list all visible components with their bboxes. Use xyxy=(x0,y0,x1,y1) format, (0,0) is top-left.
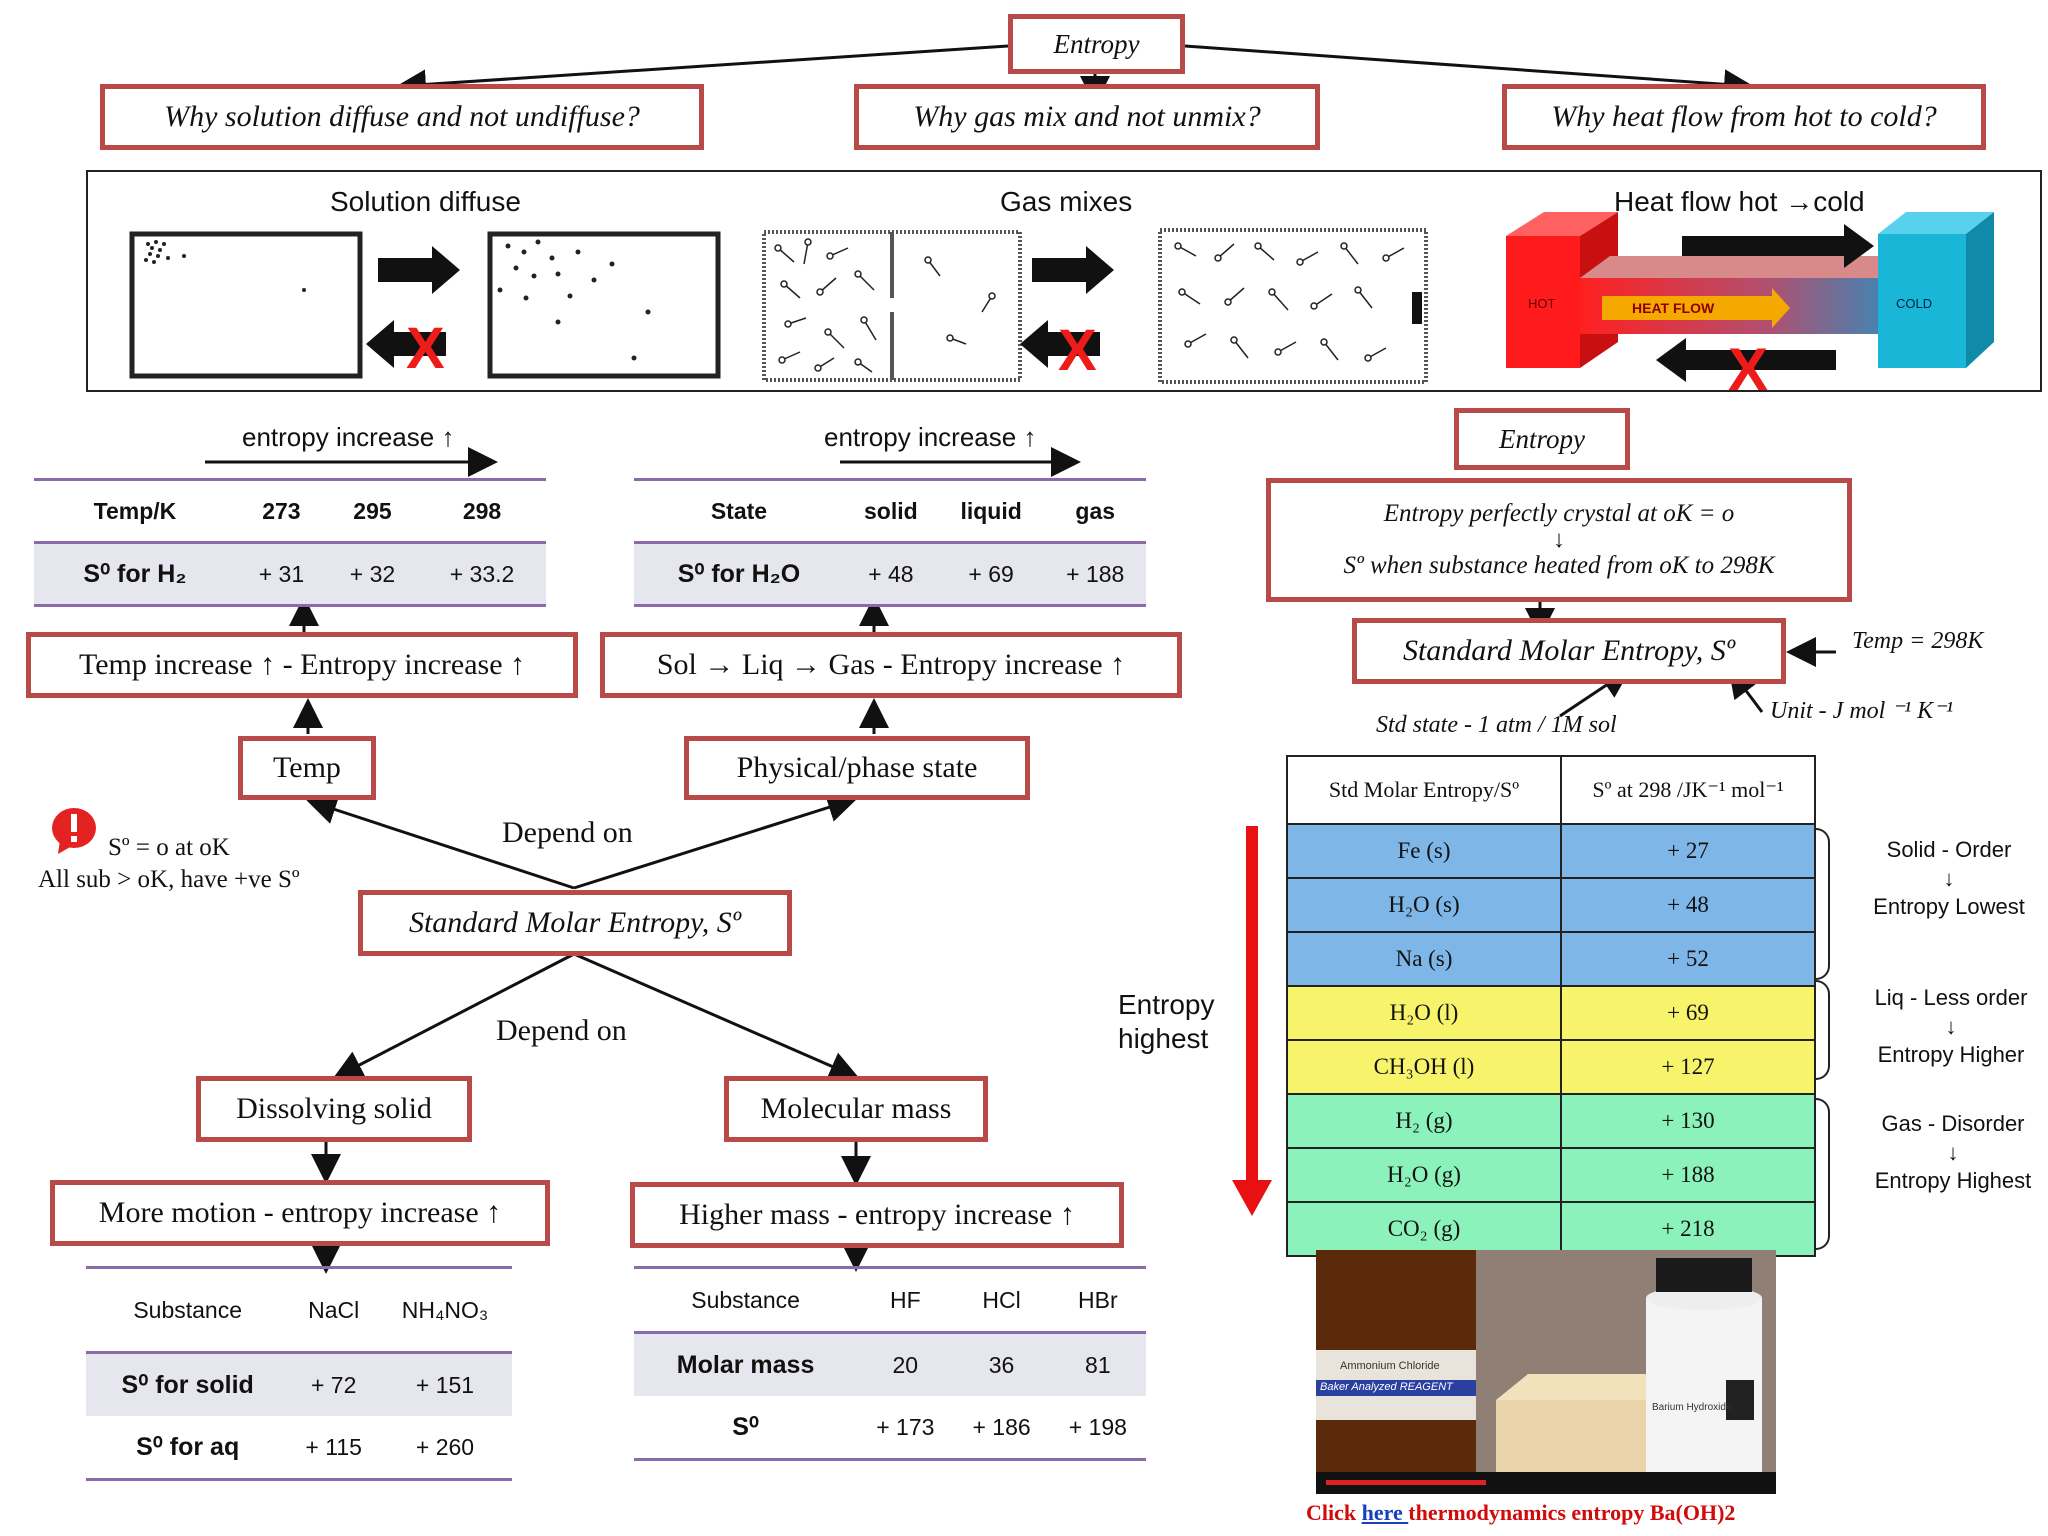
solid-label: Solid - Order↓Entropy Lowest xyxy=(1873,837,2025,920)
heat-flow-label: HEAT FLOW xyxy=(1632,300,1715,316)
entropy-increase-label-1: entropy increase ↑ xyxy=(242,422,455,452)
panel-title-diffuse: Solution diffuse xyxy=(330,186,521,217)
cold-label: COLD xyxy=(1896,296,1933,311)
diffusion-illustration: X X xyxy=(129,212,1994,394)
svg-text:X: X xyxy=(1728,336,1768,394)
question-diffuse-box: Why solution diffuse and not undiffuse? xyxy=(100,84,704,150)
dissolving-table: Substance NaCl NH₄NO₃ S⁰ for solid + 72+… xyxy=(86,1266,512,1481)
standard-molar-entropy-table: Std Molar Entropy/Sº Sº at 298 /JK⁻¹ mol… xyxy=(1286,755,1816,1257)
panel-title-heat: Heat flow hot →cold xyxy=(1614,186,1865,217)
table-row: H₂O (l)+ 69 xyxy=(1286,985,1816,1041)
question-gas-box: Why gas mix and not unmix? xyxy=(854,84,1320,150)
depend-on-label-2: Depend on xyxy=(496,1014,627,1047)
crystal-line: Entropy perfectly crystal at oK = o xyxy=(1383,500,1735,527)
video-label-2: Baker Analyzed REAGENT xyxy=(1320,1381,1453,1393)
entropy-right-box: Entropy xyxy=(1454,408,1630,470)
click-suffix: thermodynamics entropy Ba(OH)2 xyxy=(1408,1500,1736,1525)
here-link[interactable]: here xyxy=(1361,1500,1409,1525)
s0-note-line2: All sub > oK, have +ve Sº xyxy=(38,866,300,893)
physical-state-box: Physical/phase state xyxy=(684,736,1030,800)
table-row: CO₂ (g)+ 218 xyxy=(1286,1201,1816,1257)
crystal-box: Entropy perfectly crystal at oK = o ↓ Sº… xyxy=(1266,478,1852,602)
state-entropy-table: State solid liquid gas S⁰ for H₂O + 48+ … xyxy=(634,478,1146,607)
entropy-highest-label: Entropy highest xyxy=(1118,989,1215,1054)
table-row: CH₃OH (l)+ 127 xyxy=(1286,1039,1816,1095)
liq-brace xyxy=(1814,980,1830,1080)
solid-brace xyxy=(1814,828,1830,980)
heated-line: Sº when substance heated from oK to 298K xyxy=(1343,552,1775,579)
panel-title-gas: Gas mixes xyxy=(1000,186,1133,217)
table-row: H₂O (g)+ 188 xyxy=(1286,1147,1816,1203)
table-row: Na (s)+ 52 xyxy=(1286,931,1816,987)
table-row: H₂O (s)+ 48 xyxy=(1286,877,1816,933)
question-heat-box: Why heat flow from hot to cold? xyxy=(1502,84,1986,150)
temp-note: Temp = 298K xyxy=(1852,628,1984,654)
higher-mass-box: Higher mass - entropy increase ↑ xyxy=(630,1182,1124,1248)
sol-liq-gas-box: Sol → Liq → Gas - Entropy increase ↑ xyxy=(600,632,1182,698)
hot-label: HOT xyxy=(1528,296,1556,311)
table-row: Fe (s)+ 27 xyxy=(1286,823,1816,879)
gas-brace xyxy=(1814,1098,1830,1250)
gas-label: Gas - Disorder↓Entropy Highest xyxy=(1874,1111,2032,1194)
video-thumbnail[interactable]: Ammonium Chloride Baker Analyzed REAGENT… xyxy=(1316,1250,1776,1494)
temp-increase-box: Temp increase ↑ - Entropy increase ↑ xyxy=(26,632,578,698)
standard-molar-entropy-box: Standard Molar Entropy, Sº xyxy=(358,890,792,956)
more-motion-box: More motion - entropy increase ↑ xyxy=(50,1180,550,1246)
video-caption: Click here thermodynamics entropy Ba(OH)… xyxy=(1306,1500,1735,1526)
depend-on-label-1: Depend on xyxy=(502,816,633,849)
svg-text:X: X xyxy=(406,316,445,381)
molecular-mass-box: Molecular mass xyxy=(724,1076,988,1142)
dissolving-solid-box: Dissolving solid xyxy=(196,1076,472,1142)
video-frame xyxy=(1316,1250,1776,1494)
temp-box: Temp xyxy=(238,736,376,800)
s0-note-line1: Sº = o at oK xyxy=(108,834,230,861)
liq-label: Liq - Less order↓Entropy Higher xyxy=(1874,985,2028,1068)
click-prefix: Click xyxy=(1306,1500,1362,1525)
alert-icon xyxy=(52,808,96,854)
table-row: H₂ (g)+ 130 xyxy=(1286,1093,1816,1149)
standard-molar-entropy-right-box: Standard Molar Entropy, Sº xyxy=(1352,618,1786,684)
entropy-increase-label-2: entropy increase ↑ xyxy=(824,422,1037,452)
svg-text:X: X xyxy=(1058,318,1097,383)
video-label-1: Ammonium Chloride xyxy=(1340,1360,1440,1372)
temp-entropy-table: Temp/K 273 295 298 S⁰ for H₂ + 31+ 32+ 3… xyxy=(34,478,546,607)
unit-note: Unit - J mol ⁻¹ K⁻¹ xyxy=(1770,698,1954,724)
illustration-panel: Solution diffuse Gas mixes Heat flow hot… xyxy=(86,170,2042,394)
video-label-3: Barium Hydroxide xyxy=(1652,1402,1732,1413)
std-state-note: Std state - 1 atm / 1M sol xyxy=(1376,712,1617,738)
crystal-down-arrow: ↓ xyxy=(1553,527,1565,553)
entropy-top-box: Entropy xyxy=(1008,14,1185,74)
